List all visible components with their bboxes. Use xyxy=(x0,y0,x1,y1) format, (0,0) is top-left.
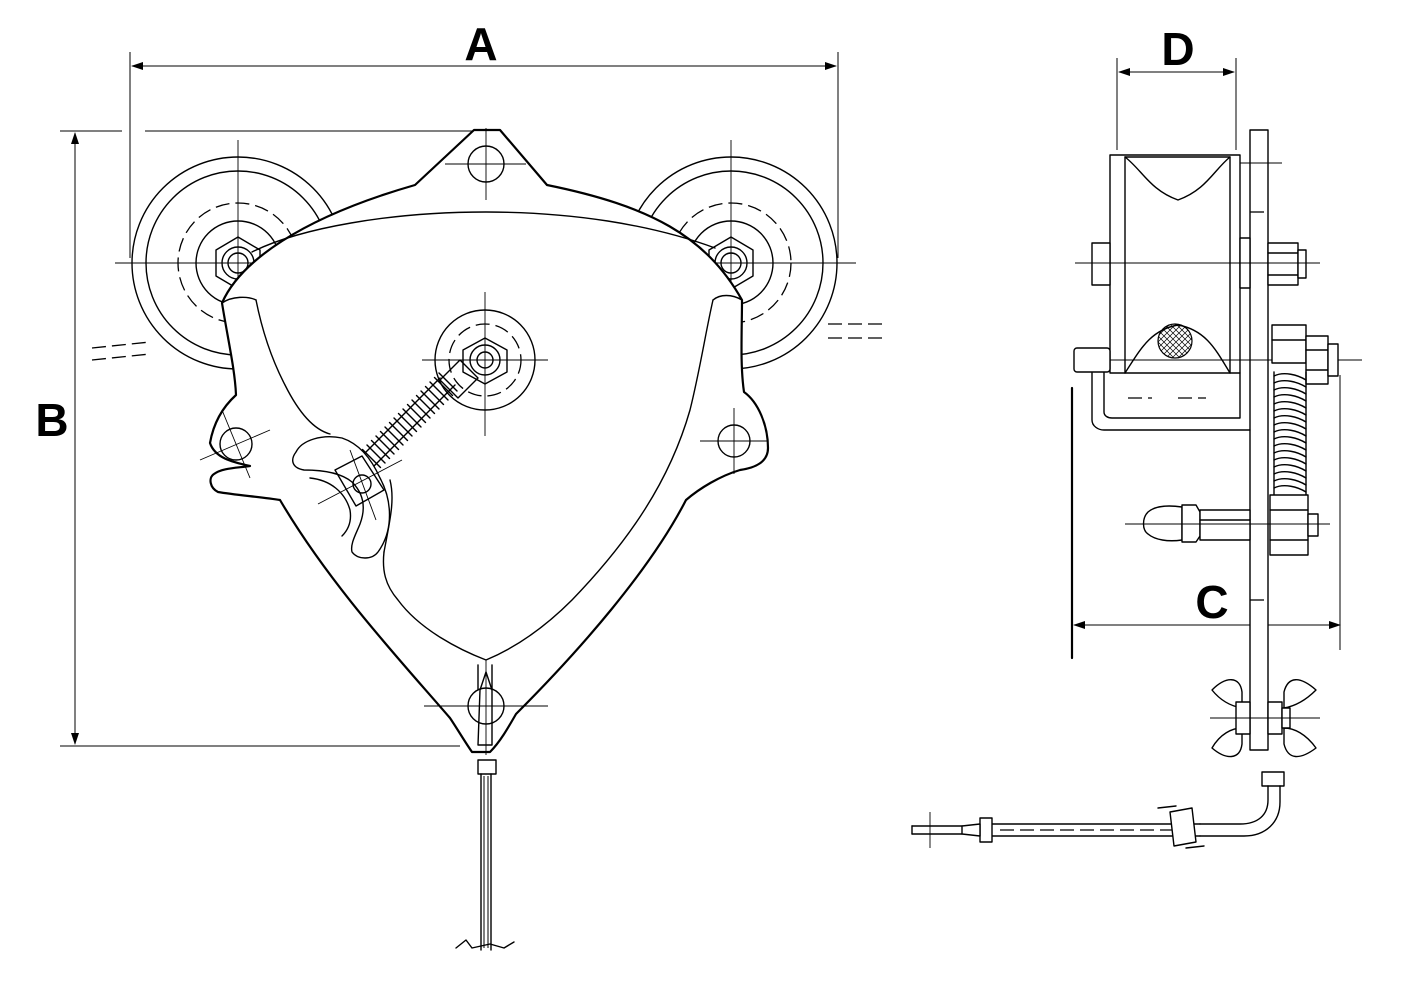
spring-coil xyxy=(402,408,422,428)
spring-coil xyxy=(1273,380,1307,388)
spring-coil xyxy=(393,417,413,437)
spring-coil xyxy=(1273,401,1307,409)
spring-coil xyxy=(375,435,395,455)
front-view: A B xyxy=(35,18,888,951)
spring-coil xyxy=(397,412,418,433)
brake-lever xyxy=(292,436,403,559)
lever-pin xyxy=(1125,494,1330,556)
spring-coil xyxy=(361,448,382,469)
wheel-side-profile xyxy=(1074,154,1362,374)
spring-coil xyxy=(370,439,391,460)
spring-coil xyxy=(388,421,409,442)
dimension-d: D xyxy=(1116,23,1237,150)
spring-coil xyxy=(438,372,458,392)
spring-coil xyxy=(1273,422,1307,430)
dimension-a-label: A xyxy=(464,18,497,70)
spring-coil xyxy=(433,376,454,397)
spring-coil xyxy=(379,430,400,451)
dimension-d-label: D xyxy=(1161,23,1194,75)
spring-coil xyxy=(1273,387,1307,395)
spring-coil xyxy=(420,390,440,410)
center-guide-roller xyxy=(422,292,548,436)
spring-coil xyxy=(406,403,427,424)
spring-coil xyxy=(1273,478,1307,486)
spring-coil xyxy=(424,385,445,406)
spring-coil xyxy=(415,394,436,415)
spring-coil xyxy=(411,399,431,419)
spring-coil xyxy=(1273,485,1307,493)
dimension-a: A xyxy=(129,18,839,258)
spring-coil xyxy=(429,381,449,401)
spring-coil xyxy=(1273,443,1307,451)
spring-coil xyxy=(1273,429,1307,437)
spring-coil xyxy=(1273,450,1307,458)
dimension-b-label: B xyxy=(35,394,68,446)
spring-coil xyxy=(1273,394,1307,402)
spring-coil xyxy=(1273,471,1307,479)
wheel-bracket xyxy=(1073,347,1251,431)
spring-coil xyxy=(1273,373,1307,381)
hanging-rod xyxy=(455,660,515,951)
spring-coil xyxy=(1273,457,1307,465)
spring-coil xyxy=(384,426,404,446)
dimension-c-label: C xyxy=(1195,576,1228,628)
wing-nut xyxy=(1210,679,1320,758)
side-spring xyxy=(1273,371,1307,497)
spring-coil xyxy=(1273,436,1307,444)
pull-cable xyxy=(911,771,1285,849)
side-view: D C xyxy=(911,23,1362,849)
spring-coil xyxy=(1273,464,1307,472)
dimension-b: B xyxy=(35,130,478,747)
spring-coil xyxy=(1273,415,1307,423)
trolley-frame xyxy=(199,128,770,754)
side-plate xyxy=(1232,129,1282,751)
dimension-c: C xyxy=(1070,375,1341,660)
guide-stud xyxy=(1271,324,1339,385)
spring-coil xyxy=(1273,408,1307,416)
spring-coil xyxy=(366,444,386,464)
